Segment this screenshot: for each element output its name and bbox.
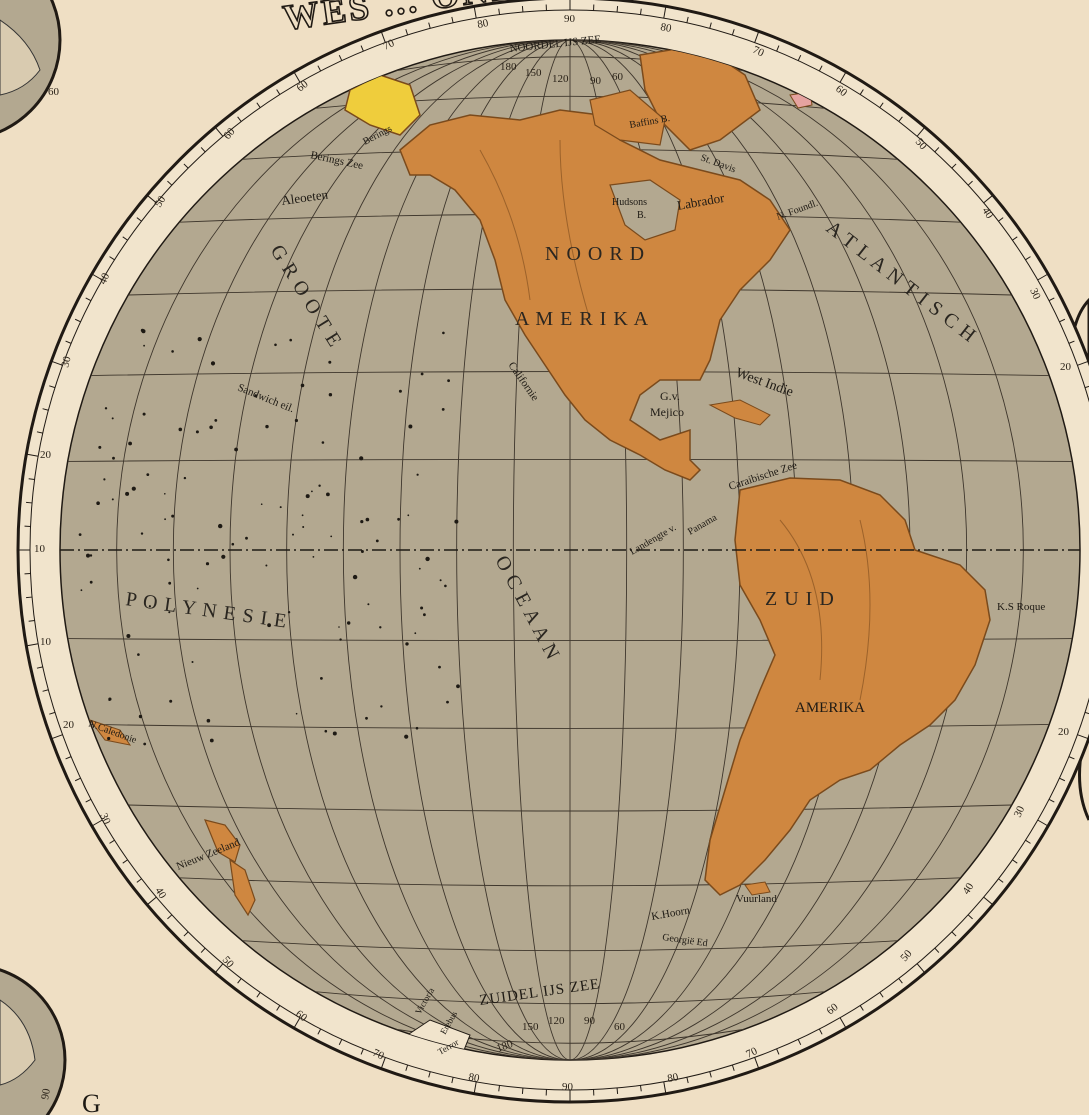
rim-label-right-20: 20 xyxy=(1060,361,1072,373)
label-amerika-south: AMERIKA xyxy=(795,700,865,716)
rim-label-bottom-80: 80 xyxy=(467,1071,480,1085)
land-masses xyxy=(88,44,991,1060)
polar-n-150: 150 xyxy=(525,67,542,79)
neighbor-globe-bottom-left: 90 xyxy=(0,968,67,1115)
north-america xyxy=(399,109,791,481)
svg-text:90: 90 xyxy=(39,1087,53,1100)
label-amerika-north: A M E R I K A xyxy=(515,308,649,330)
rim-label-bottom-90: 90 xyxy=(562,1081,574,1093)
svg-text:60: 60 xyxy=(48,86,60,98)
rim-label-top-70r: 70 xyxy=(751,44,766,60)
polar-n-180: 180 xyxy=(500,61,517,73)
south-america xyxy=(704,477,991,896)
polar-s-90: 90 xyxy=(584,1015,596,1027)
label-zuid: Z U I D xyxy=(765,588,835,610)
rim-label-left-20: 30 xyxy=(59,355,73,369)
polar-n-90: 90 xyxy=(590,75,602,87)
rim-label-left-30: 40 xyxy=(97,271,113,286)
label-vuurland: Vuurland xyxy=(736,893,777,905)
hudson-bay xyxy=(609,179,681,241)
rim-label-bottom-80r: 80 xyxy=(666,1071,679,1085)
rim-label-right-30s: 30 xyxy=(1012,804,1028,819)
label-mejico: Mejico xyxy=(650,405,684,419)
polar-s-60: 60 xyxy=(614,1021,626,1033)
tierra-del-fuego xyxy=(744,881,771,896)
rim-label-top-90: 90 xyxy=(564,13,576,25)
rim-label-left-70s: 70 xyxy=(371,1047,386,1063)
rim-label-right-20s: 20 xyxy=(1058,726,1070,738)
island-dots xyxy=(78,328,460,746)
label-hudson-b: B. xyxy=(637,210,646,221)
polar-n-60: 60 xyxy=(612,71,624,83)
polar-s-150: 150 xyxy=(522,1021,539,1033)
rim-label-left-20s: 20 xyxy=(63,719,75,731)
rim-label-left-30s: 30 xyxy=(97,811,113,826)
rim-label-top-70: 70 xyxy=(381,37,396,53)
rim-ticks xyxy=(18,0,1089,1102)
polar-s-180: 180 xyxy=(495,1038,515,1055)
label-ks-roque: K.S Roque xyxy=(997,601,1045,613)
label-noord: N O O R D xyxy=(545,243,645,265)
neighbor-globe-top-left: 60 xyxy=(0,0,62,134)
label-hudsons: Hudsons xyxy=(612,197,647,208)
baffin-island xyxy=(589,89,666,146)
rim-label-top-80r: 80 xyxy=(659,21,672,35)
polar-s-120: 120 xyxy=(548,1015,565,1027)
rim-label-left-0: 10 xyxy=(34,543,46,555)
cuba xyxy=(708,399,771,426)
rim-label-bottom-70: 70 xyxy=(744,1045,759,1061)
label-aleoeten: Aleoeten xyxy=(280,187,329,208)
rim-label-left-10: 20 xyxy=(40,449,52,461)
rim-label-top-80: 80 xyxy=(476,17,489,31)
polar-n-120: 120 xyxy=(552,73,569,85)
label-corner-bottom-left: G xyxy=(82,1089,101,1115)
alaska-yukon xyxy=(344,74,421,136)
new-zealand-north xyxy=(203,819,241,863)
relief-lines xyxy=(479,139,871,701)
new-caledonia xyxy=(88,719,132,746)
rim-label-right-30: 30 xyxy=(1027,286,1043,301)
label-golf-gv: G.v. xyxy=(660,389,680,403)
rim-label-left-10s: 10 xyxy=(40,636,52,648)
new-zealand-south xyxy=(229,858,256,917)
rim-labels: 90 80 70 60 60 50 40 30 20 10 10 20 30 4… xyxy=(34,13,1072,1093)
